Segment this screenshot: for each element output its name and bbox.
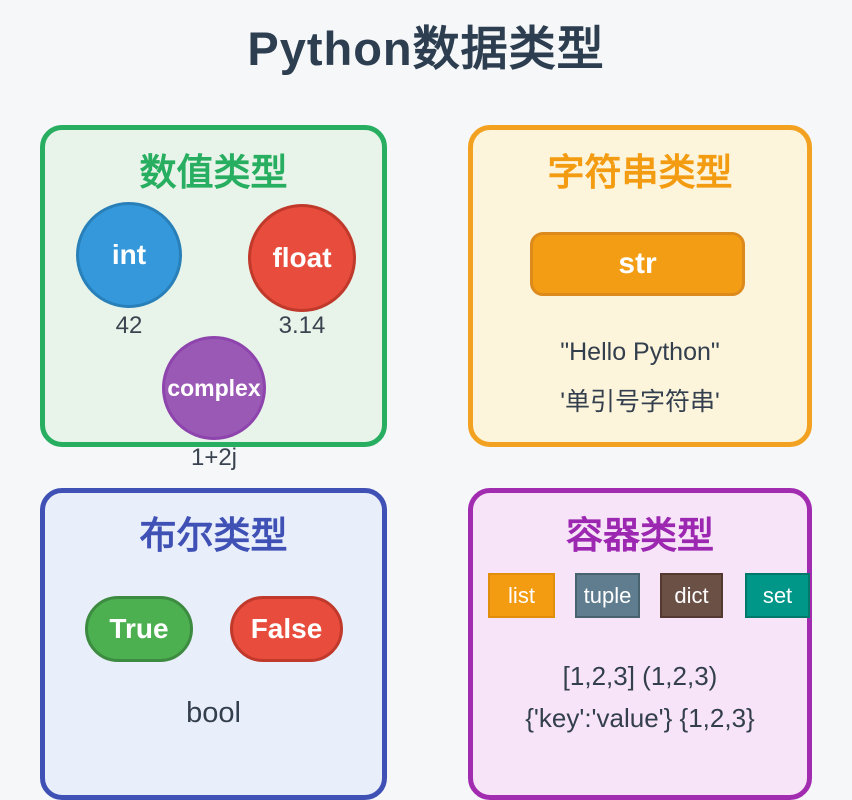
tuple-type-chip: tuple xyxy=(575,573,640,618)
dict-type-chip: dict xyxy=(660,573,723,618)
float-example-value: 3.14 xyxy=(278,312,326,339)
string-example-single-quoted: '单引号字符串' xyxy=(560,388,720,416)
int-type-label: int xyxy=(111,239,147,270)
complex-example-value: 1+2j xyxy=(190,444,238,471)
container-example-list-tuple: [1,2,3] (1,2,3) xyxy=(562,661,718,691)
page-title: Python数据类型 xyxy=(247,22,605,75)
set-type-chip: set xyxy=(745,573,810,618)
container-types-title: 容器类型 xyxy=(566,515,714,556)
numeric-types-box: 数值类型 int float complex 42 3.14 1+2j xyxy=(40,125,387,471)
int-type-circle: int xyxy=(76,202,182,308)
bool-type-name: bool xyxy=(186,697,241,729)
int-example-value: 42 xyxy=(115,312,143,339)
boolean-types-title: 布尔类型 xyxy=(139,515,288,556)
dict-type-label: dict xyxy=(674,582,709,608)
float-type-label: float xyxy=(272,242,332,273)
string-types-box: 字符串类型 str "Hello Python" '单引号字符串' xyxy=(468,125,812,447)
numeric-types-title: 数值类型 xyxy=(139,152,288,193)
string-types-title: 字符串类型 xyxy=(547,152,733,193)
true-value-pill: True xyxy=(85,596,193,662)
container-types-box: 容器类型 list tuple dict set [1,2,3] (1,2,3)… xyxy=(468,488,812,800)
set-type-label: set xyxy=(762,582,793,608)
string-example-double-quoted: "Hello Python" xyxy=(560,338,720,366)
float-type-circle: float xyxy=(248,204,356,312)
false-value-label: False xyxy=(250,613,323,644)
false-value-pill: False xyxy=(230,596,343,662)
str-type-label: str xyxy=(618,247,657,280)
boolean-types-box: 布尔类型 True False bool xyxy=(40,488,387,800)
tuple-type-label: tuple xyxy=(583,582,632,608)
container-example-dict-set: {'key':'value'} {1,2,3} xyxy=(525,703,755,733)
list-type-label: list xyxy=(508,582,535,608)
str-type-badge: str xyxy=(530,232,745,296)
true-value-label: True xyxy=(109,613,169,644)
list-type-chip: list xyxy=(488,573,555,618)
complex-type-circle: complex xyxy=(162,336,266,440)
complex-type-label: complex xyxy=(167,374,261,401)
